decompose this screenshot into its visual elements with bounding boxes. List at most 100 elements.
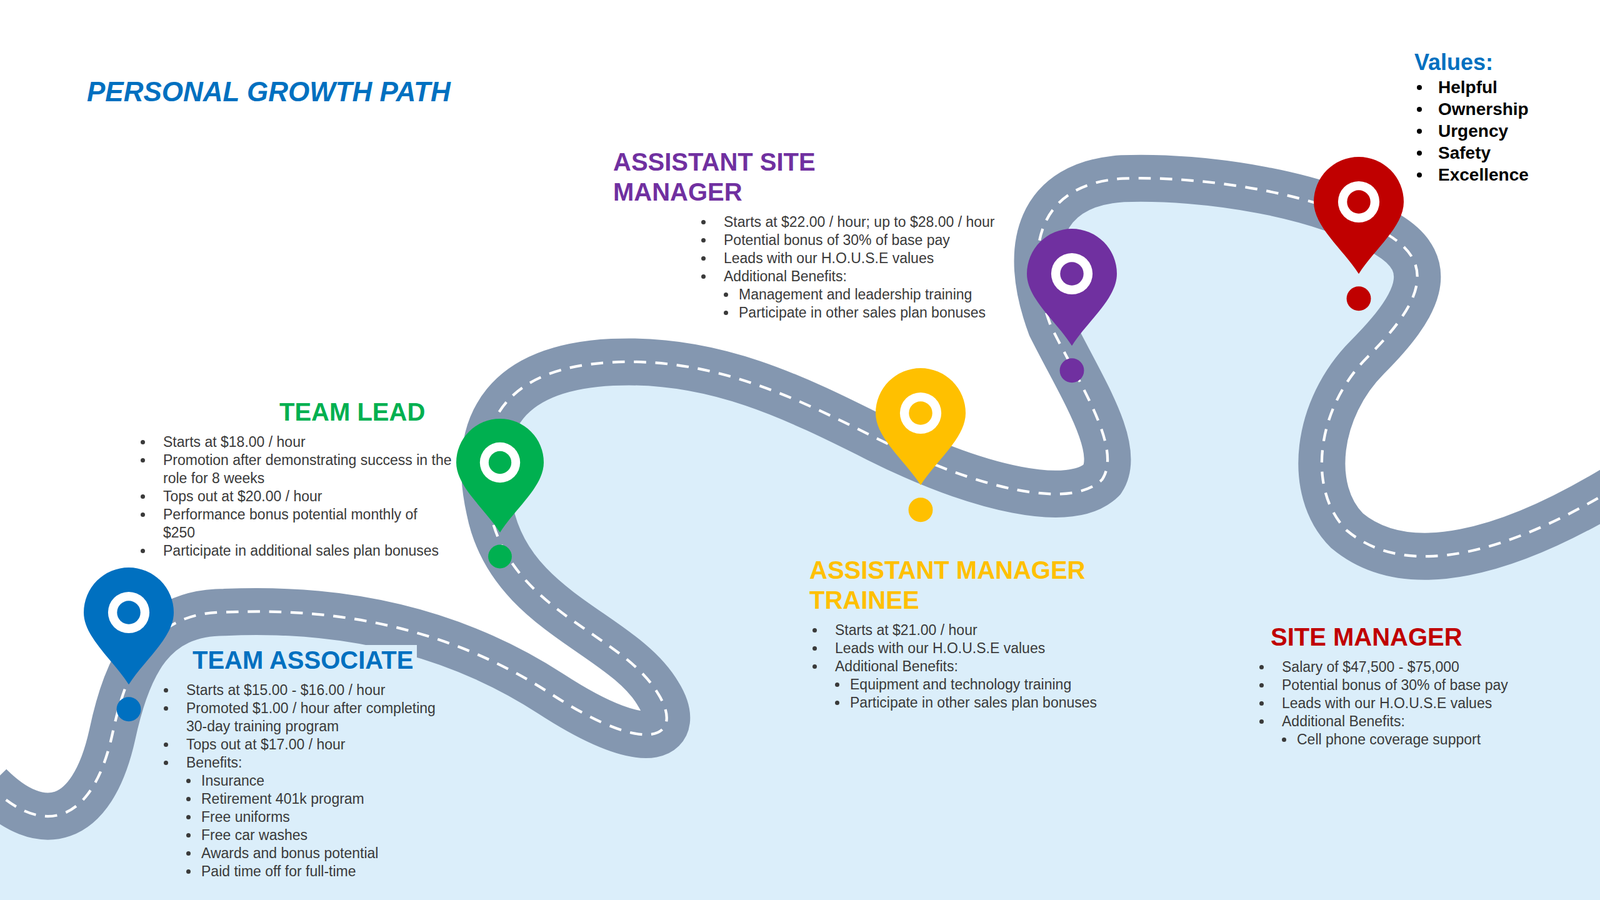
role-title: TEAM ASSOCIATE bbox=[188, 645, 417, 675]
sub-bullet-text: Paid time off for full-time bbox=[201, 863, 357, 880]
pin-ring bbox=[108, 591, 150, 634]
heading-line: TEAM LEAD bbox=[140, 396, 454, 434]
bullet-row: Cell phone coverage support bbox=[1259, 730, 1535, 749]
sub-bullet-text: Retirement 401k program bbox=[201, 790, 365, 807]
pin-body bbox=[1313, 156, 1404, 274]
bullet-text: Additional Benefits: bbox=[835, 658, 959, 675]
bullet-dot bbox=[701, 238, 706, 243]
bullet-row: Free car washes bbox=[163, 826, 458, 845]
bullet-text: Tops out at $17.00 / hour bbox=[186, 736, 345, 753]
bullet-dot bbox=[835, 682, 840, 687]
sub-bullet-text: Free uniforms bbox=[201, 808, 290, 825]
bullet-row: Promotion after demonstrating success in… bbox=[140, 451, 454, 488]
bullet-dot bbox=[1281, 737, 1287, 742]
pin-dot bbox=[116, 696, 142, 722]
bullet-dot bbox=[1416, 172, 1422, 178]
role-marker: SITE MANAGERSalary of $47,500 - $75,000P… bbox=[1313, 156, 1404, 312]
role-marker: ASSISTANT SITE MANAGERStarts at $22.00 /… bbox=[1026, 228, 1117, 384]
bullet-dot bbox=[1416, 85, 1422, 90]
bullet-dot bbox=[163, 706, 169, 711]
bullet-row: Free uniforms bbox=[163, 808, 458, 827]
bullet-row: Additional Benefits: bbox=[1259, 712, 1535, 731]
bullet-dot bbox=[186, 778, 191, 784]
bullet-row: Paid time off for full-time bbox=[163, 862, 458, 881]
bullet-dot bbox=[812, 664, 817, 669]
value-row: Excellence bbox=[1414, 163, 1529, 186]
role-details: ASSISTANT SITE MANAGERStarts at $22.00 /… bbox=[701, 146, 1014, 322]
bullet-dot bbox=[140, 458, 145, 463]
bullet-row: Starts at $18.00 / hour bbox=[140, 433, 454, 452]
value-row: Helpful bbox=[1414, 76, 1529, 99]
pin-center bbox=[116, 600, 140, 624]
bullet-row: Performance bonus potential monthly of $… bbox=[140, 505, 454, 542]
sub-bullet-text: Free car washes bbox=[201, 826, 308, 844]
pin-ring bbox=[1338, 181, 1380, 223]
bullet-row: Starts at $22.00 / hour; up to $28.00 / … bbox=[701, 213, 1014, 232]
bullet-text: Starts at $21.00 / hour bbox=[835, 621, 978, 639]
bullet-text: Potential bonus of 30% of base pay bbox=[1281, 676, 1509, 694]
values-list: Values:HelpfulOwnershipUrgencySafetyExce… bbox=[1414, 48, 1529, 186]
heading-line: SITE MANAGER bbox=[1259, 621, 1535, 659]
bullet-row: Insurance bbox=[163, 771, 458, 790]
pin-ring bbox=[480, 442, 520, 483]
road-surface bbox=[0, 178, 1600, 817]
bullet-text: Participate in additional sales plan bon… bbox=[163, 542, 439, 559]
bullet-row: Leads with our H.O.U.S.E values bbox=[812, 639, 1138, 658]
bullet-row: Leads with our H.O.U.S.E values bbox=[1259, 694, 1535, 713]
bullet-dot bbox=[186, 833, 191, 838]
bullet-row: Retirement 401k program bbox=[163, 790, 458, 809]
value-text: Urgency bbox=[1438, 121, 1509, 141]
value-row: Safety bbox=[1414, 141, 1529, 164]
values-heading: Values: bbox=[1414, 49, 1494, 75]
bullet-row: Tops out at $20.00 / hour bbox=[140, 487, 454, 506]
bullet-dot bbox=[835, 700, 840, 705]
pin-dot bbox=[1346, 286, 1372, 311]
pin-group bbox=[83, 567, 174, 722]
role-title: SITE MANAGER bbox=[1270, 621, 1463, 652]
bullet-dot bbox=[723, 310, 729, 315]
bullet-row: Management and leadership training bbox=[701, 285, 1014, 304]
pin-group bbox=[456, 418, 544, 569]
sub-bullet-text: Cell phone coverage support bbox=[1296, 731, 1481, 748]
bullet-dot bbox=[163, 760, 169, 765]
pin-center bbox=[488, 451, 512, 474]
bullet-text: Starts at $18.00 / hour bbox=[163, 433, 306, 450]
pin-group bbox=[1313, 156, 1404, 311]
road-centerline bbox=[0, 178, 1600, 817]
pin-body bbox=[456, 418, 544, 533]
sub-bullet-text: Management and leadership training bbox=[738, 286, 972, 303]
bullet-dot bbox=[1259, 701, 1264, 706]
value-row: Urgency bbox=[1414, 120, 1529, 142]
pin-ring bbox=[1051, 253, 1093, 295]
role-details: SITE MANAGERSalary of $47,500 - $75,000P… bbox=[1259, 621, 1535, 749]
role-details: ASSISTANT MANAGER TRAINEEStarts at $21.0… bbox=[812, 555, 1138, 712]
map-pin bbox=[1313, 156, 1404, 312]
bullet-row: Potential bonus of 30% of base pay bbox=[1259, 676, 1535, 695]
map-pin bbox=[83, 567, 174, 723]
role-marker: ASSISTANT MANAGER TRAINEEStarts at $21.0… bbox=[875, 368, 966, 524]
pin-center bbox=[1346, 190, 1370, 214]
role-title: ASSISTANT SITE MANAGER bbox=[613, 146, 926, 207]
value-text: Excellence bbox=[1438, 165, 1529, 185]
bullet-text: Potential bonus of 30% of base pay bbox=[723, 231, 950, 249]
pin-ring bbox=[900, 392, 942, 434]
bullet-dot bbox=[701, 256, 706, 261]
pin-group bbox=[875, 368, 966, 522]
bullet-dot bbox=[186, 815, 191, 820]
bullet-row: Starts at $21.00 / hour bbox=[812, 621, 1138, 640]
value-text: Safety bbox=[1438, 143, 1491, 163]
bullet-dot bbox=[1259, 719, 1264, 724]
bullet-dot bbox=[186, 796, 191, 802]
pin-center bbox=[1060, 261, 1084, 285]
bullet-text: Performance bonus potential monthly of $… bbox=[163, 506, 418, 541]
map-pin bbox=[875, 368, 966, 524]
sub-bullet-text: Awards and bonus potential bbox=[201, 845, 379, 862]
pin-body bbox=[1026, 228, 1117, 346]
role-title: TEAM LEAD bbox=[279, 396, 425, 427]
bullet-row: Participate in other sales plan bonuses bbox=[701, 303, 1014, 322]
bullet-dot bbox=[163, 688, 169, 693]
bullet-text: Promotion after demonstrating success in… bbox=[163, 451, 452, 487]
bullet-row: Promoted $1.00 / hour after completing 3… bbox=[163, 699, 458, 736]
values-heading-row: Values: bbox=[1414, 48, 1529, 77]
